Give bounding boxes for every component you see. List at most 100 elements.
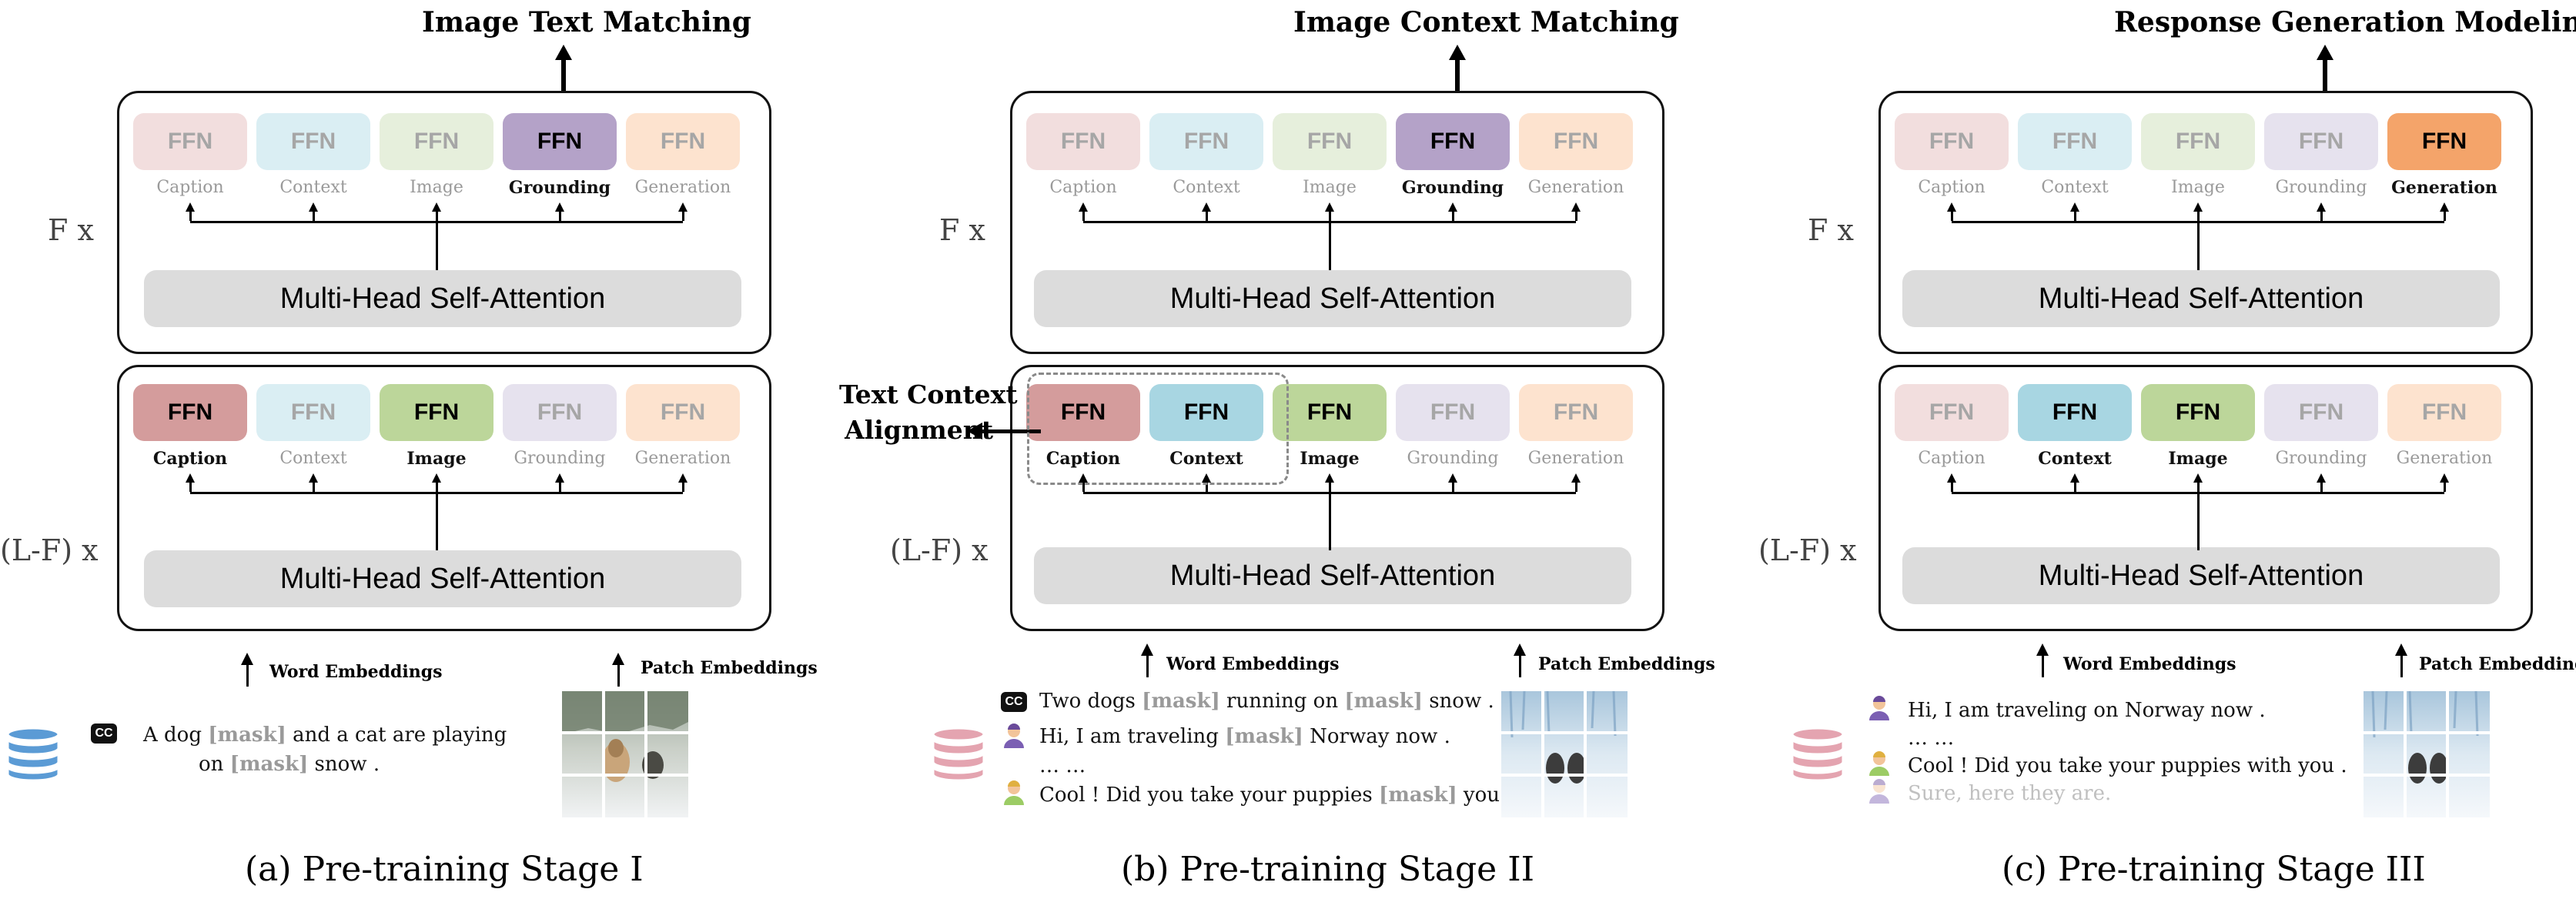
router-stem (2196, 492, 2200, 550)
upper-expert-label-context: Context (2041, 178, 2109, 197)
upper-expert-label-caption: Caption (1049, 178, 1117, 197)
route-arrow-icon (2440, 473, 2449, 483)
patch-embeddings-arrow-icon (1514, 643, 1526, 656)
upper-attention: Multi-Head Self-Attention (1902, 270, 2500, 327)
stage-a-caption: (a) Pre-training Stage I (245, 850, 644, 889)
router-stem (435, 221, 438, 270)
upper-expert-label-grounding: Grounding (508, 178, 611, 198)
upper-repeat-label: F x (48, 213, 94, 247)
lower-expert-label-image: Image (1300, 449, 1360, 469)
patch-embeddings-arrow-icon (2395, 643, 2407, 656)
lower-expert-label-grounding: Grounding (514, 449, 606, 468)
stage-c-caption: (c) Pre-training Stage III (2002, 850, 2426, 889)
route-arrow-icon (555, 473, 564, 483)
route-line (681, 209, 684, 221)
lower-expert-label-grounding: Grounding (1407, 449, 1499, 468)
route-line (2320, 480, 2323, 492)
caption-icon: CC (91, 724, 117, 744)
word-embeddings-arrow-icon (1141, 643, 1153, 656)
lower-ffn-grounding: FFN (503, 384, 617, 441)
lower-ffn-context: FFN (256, 384, 370, 441)
patch-embeddings-label: Patch Embeddings (641, 658, 818, 678)
lower-ffn-context: FFN (2018, 384, 2132, 441)
lower-expert-label-generation: Generation (2396, 449, 2493, 468)
route-line (435, 480, 438, 492)
route-line (1328, 480, 1331, 492)
router-stem (2196, 221, 2200, 270)
caption-text-line-2: on [mask] snow . (199, 753, 380, 776)
dialog-turn-1: Hi, I am traveling on Norway now . (1908, 699, 2266, 722)
lower-expert-label-image: Image (406, 449, 467, 469)
lower-expert-label-caption: Caption (1045, 449, 1121, 469)
upper-expert-label-grounding: Grounding (2275, 178, 2367, 197)
route-arrow-icon (1947, 473, 1956, 483)
upper-ffn-image: FFN (1273, 113, 1387, 170)
upper-ffn-image: FFN (2141, 113, 2255, 170)
user-avatar-icon (1869, 751, 1889, 776)
route-line (681, 480, 684, 492)
lower-ffn-caption: FFN (1026, 384, 1140, 441)
upper-attention: Multi-Head Self-Attention (1034, 270, 1631, 327)
upper-ffn-grounding: FFN (503, 113, 617, 170)
route-line (1328, 209, 1331, 221)
route-line (1082, 480, 1085, 492)
word-embeddings-label: Word Embeddings (269, 662, 443, 682)
lower-ffn-generation: FFN (626, 384, 740, 441)
upper-ffn-grounding: FFN (2264, 113, 2378, 170)
upper-ffn-caption: FFN (1895, 113, 2009, 170)
dialog-response: Sure, here they are. (1908, 782, 2112, 805)
patch-embeddings-label: Patch Embeddings (2419, 654, 2576, 674)
word-embeddings-label: Word Embeddings (1166, 654, 1340, 674)
stage-a-objective: Image Text Matching (422, 6, 751, 38)
lower-ffn-image: FFN (1273, 384, 1387, 441)
lower-expert-label-context: Context (2038, 449, 2112, 469)
lower-ffn-caption: FFN (133, 384, 247, 441)
upper-expert-label-generation: Generation (1527, 178, 1624, 197)
upper-repeat-label: F x (939, 213, 985, 247)
route-line (435, 209, 438, 221)
lower-ffn-caption: FFN (1895, 384, 2009, 441)
stage-b-objective: Image Context Matching (1293, 6, 1679, 38)
route-line (2073, 480, 2076, 492)
upper-expert-label-context: Context (279, 178, 347, 197)
route-arrow-icon (1202, 202, 1211, 212)
route-arrow-icon (678, 202, 687, 212)
route-arrow-icon (186, 202, 195, 212)
image-patches (562, 691, 688, 817)
lower-ffn-image: FFN (380, 384, 493, 441)
alignment-arrow-icon (967, 423, 982, 439)
upper-ffn-context: FFN (2018, 113, 2132, 170)
route-line (312, 209, 315, 221)
lower-repeat-label: (L-F) x (1758, 533, 1857, 567)
lower-ffn-grounding: FFN (2264, 384, 2378, 441)
alignment-dashed-box (1027, 373, 1289, 485)
dialog-caption-line: Two dogs [mask] running on [mask] snow . (1039, 690, 1494, 713)
upper-expert-label-image: Image (1303, 178, 1357, 197)
route-arrow-icon (186, 473, 195, 483)
upper-ffn-generation: FFN (1519, 113, 1633, 170)
lower-repeat-label: (L-F) x (0, 533, 99, 567)
route-line (2073, 209, 2076, 221)
route-arrow-icon (2193, 473, 2203, 483)
stage-c-objective: Response Generation Modeling (2114, 6, 2576, 38)
upper-attention: Multi-Head Self-Attention (144, 270, 741, 327)
route-arrow-icon (1571, 473, 1581, 483)
upper-expert-label-context: Context (1173, 178, 1240, 197)
router-stem (1328, 221, 1331, 270)
route-arrow-icon (309, 202, 318, 212)
lower-attention: Multi-Head Self-Attention (1902, 547, 2500, 604)
upper-ffn-context: FFN (256, 113, 370, 170)
route-line (2320, 209, 2323, 221)
upper-transformer-block: Multi-Head Self-Attention FFN Caption FFN C… (1010, 91, 1664, 354)
route-arrow-icon (309, 473, 318, 483)
route-arrow-icon (2317, 202, 2326, 212)
route-line (1950, 209, 1953, 221)
database-icon (1791, 727, 1845, 780)
stage-c: Response Generation Modeling F x (L-F) x… (1706, 0, 2576, 899)
upper-expert-label-generation: Generation (634, 178, 731, 197)
dialog-turn-2: Cool ! Did you take your puppies with yo… (1908, 754, 2347, 777)
route-arrow-icon (1325, 473, 1334, 483)
route-line (1574, 209, 1577, 221)
